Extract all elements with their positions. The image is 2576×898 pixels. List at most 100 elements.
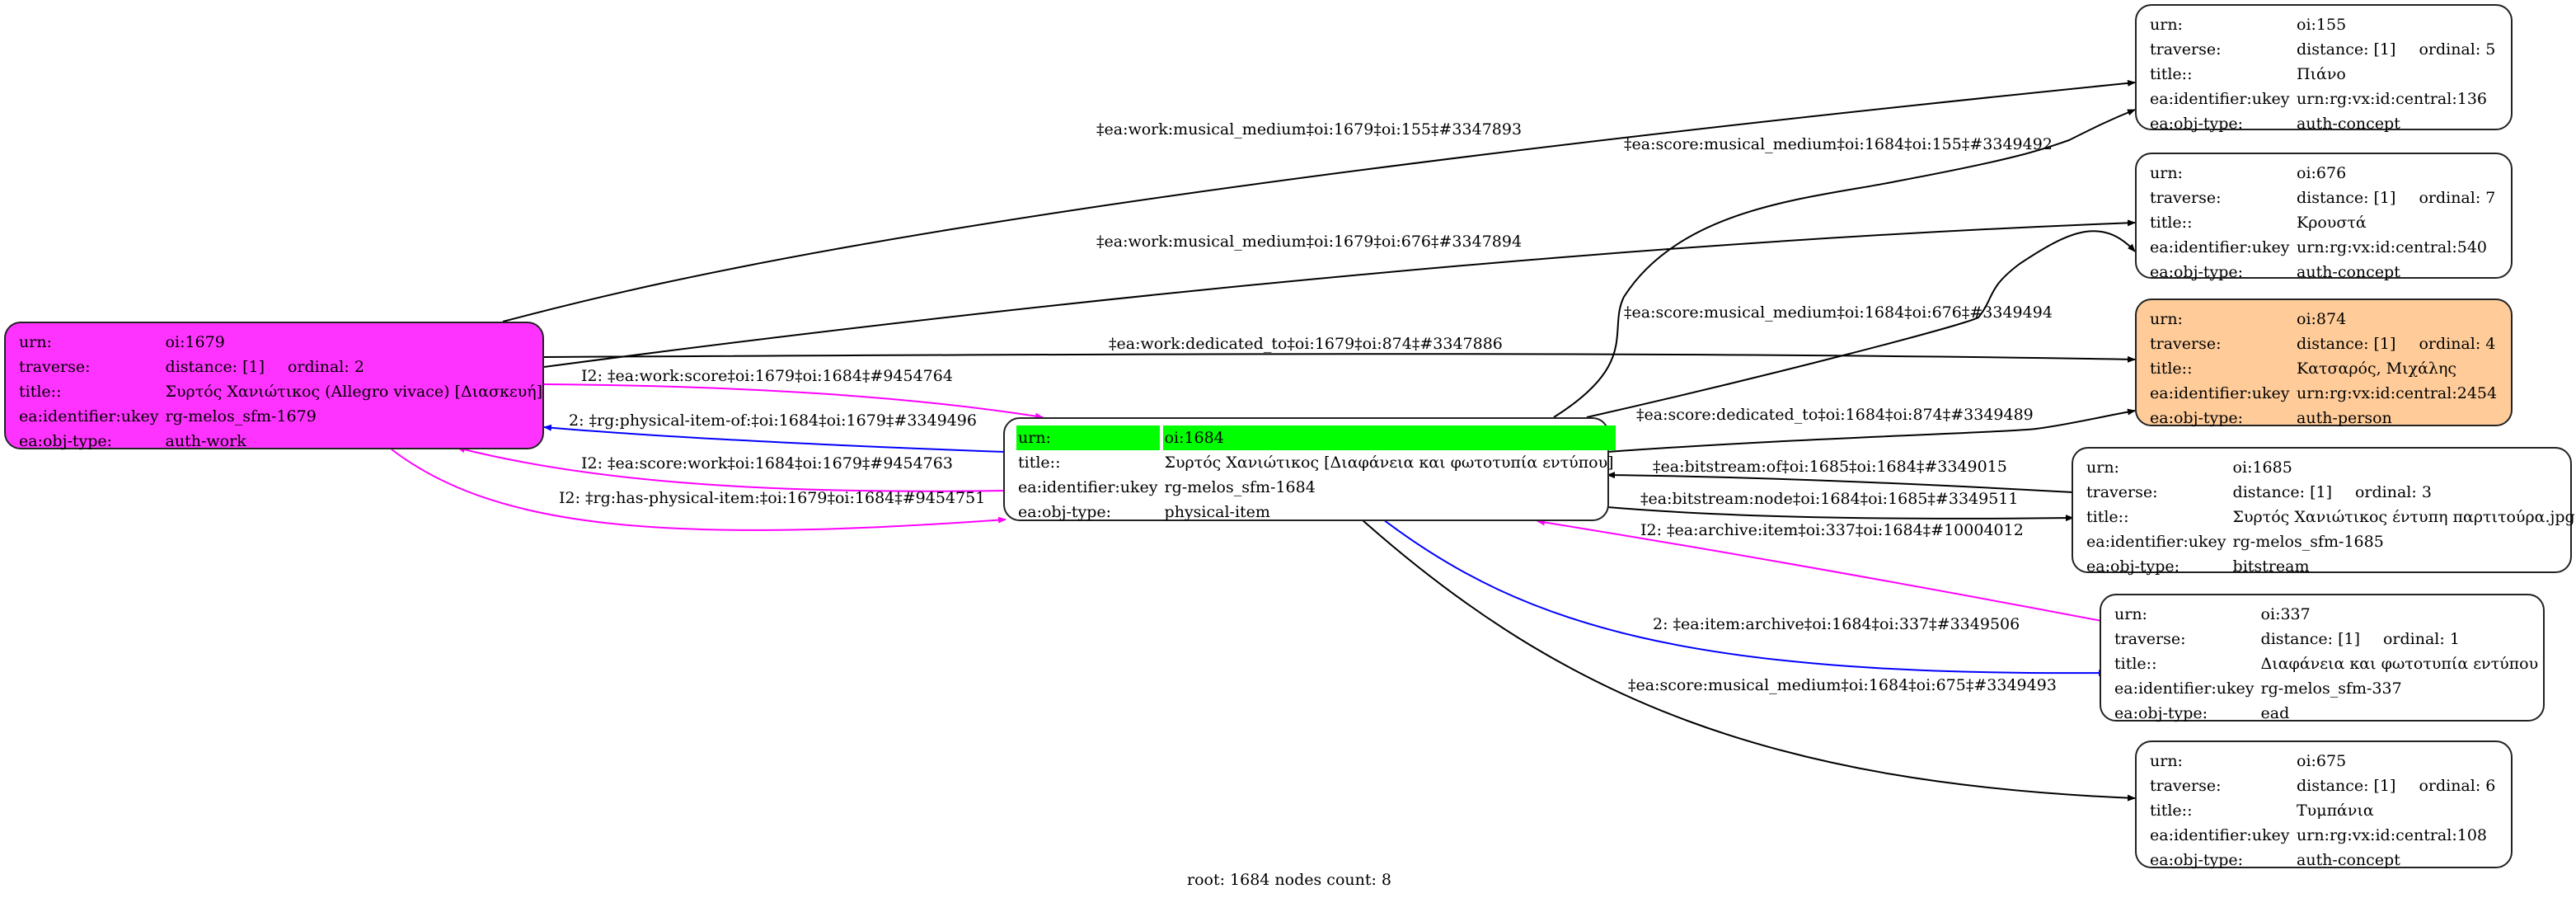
value-title: Κρουστά (2297, 214, 2367, 232)
value-objtype: physical-item (1164, 503, 1270, 521)
value-urn: oi:874 (2297, 310, 2347, 328)
edge-label: I2: ‡ea:work:score‡oi:1679‡oi:1684‡#9454… (581, 367, 953, 385)
label-title: title:: (1018, 454, 1061, 472)
node-oi-874[interactable]: urn: oi:874 traverse: distance: [1] ordinal… (2135, 299, 2513, 427)
edge-1684-337[interactable] (1382, 519, 2107, 677)
label-title: title:: (2150, 360, 2193, 378)
label-urn: urn: (1016, 425, 1160, 450)
edge-label: ‡ea:score:dedicated_to‡oi:1684‡oi:874‡#3… (1636, 406, 2034, 424)
label-traverse: traverse: (2114, 630, 2186, 648)
label-title: title:: (2150, 65, 2193, 83)
node-attributes: urn: oi:155 traverse: distance: [1] ordinal… (2145, 12, 2500, 136)
value-urn: oi:1684 (1162, 425, 1616, 450)
value-title: Τυμπάνια (2297, 802, 2374, 820)
value-title: Διαφάνεια και φωτοτυπία εντύπου (2260, 655, 2539, 673)
edge-1679-155[interactable] (502, 79, 2136, 322)
label-objtype: ea:obj-type: (2150, 263, 2244, 281)
label-traverse: traverse: (2150, 777, 2222, 795)
value-urn: oi:1679 (165, 333, 225, 351)
label-ukey: ea:identifier:ukey (2150, 384, 2290, 402)
edge-1684-155[interactable] (1553, 109, 2136, 418)
node-oi-1684-root[interactable]: urn:oi:1684 title::Συρτός Χανιώτικος [Δι… (1003, 417, 1616, 521)
value-ordinal: ordinal: 6 (2419, 777, 2496, 795)
node-oi-676[interactable]: urn:oi:676 traverse:distance: [1]ordinal… (2135, 153, 2513, 281)
value-urn: oi:676 (2297, 164, 2347, 182)
value-urn: oi:337 (2260, 605, 2311, 623)
label-objtype: ea:obj-type: (2150, 409, 2244, 427)
node-oi-337[interactable]: urn:oi:337 traverse:distance: [1]ordinal… (2100, 594, 2545, 722)
edge-1679-874[interactable] (543, 353, 2136, 363)
value-objtype: auth-concept (2297, 115, 2400, 133)
value-distance: distance: [1] (2297, 335, 2396, 353)
label-ukey: ea:identifier:ukey (2086, 533, 2226, 551)
node-oi-1679[interactable]: urn:oi:1679 traverse:distance: [1]ordina… (4, 322, 544, 450)
edge-1679-1684-work-score[interactable] (543, 383, 1044, 420)
node-oi-675[interactable]: urn:oi:675 traverse:distance: [1]ordinal… (2135, 740, 2513, 869)
label-urn: urn: (2114, 605, 2147, 623)
value-distance: distance: [1] (2260, 630, 2360, 648)
edge-label: 2: ‡rg:physical-item-of:‡oi:1684‡oi:1679… (569, 411, 977, 430)
label-title: title:: (2150, 802, 2193, 820)
value-ukey: rg-melos_sfm-337 (2260, 679, 2402, 698)
label-ukey: ea:identifier:ukey (2150, 238, 2290, 256)
edge-1684-1679-score-work[interactable] (457, 446, 1006, 492)
edge-1684-1679-physical-item-of[interactable] (543, 424, 1006, 453)
edge-label: I2: ‡ea:archive:item‡oi:337‡oi:1684‡#100… (1640, 521, 2024, 539)
value-urn: oi:155 (2297, 16, 2347, 34)
value-ukey: urn:rg:vx:id:central:540 (2297, 238, 2488, 256)
value-ukey: urn:rg:vx:id:central:136 (2297, 90, 2488, 108)
value-urn: oi:675 (2297, 752, 2347, 770)
edge-1684-675[interactable] (1361, 519, 2136, 802)
edge-label: 2: ‡ea:item:archive‡oi:1684‡oi:337‡#3349… (1653, 615, 2020, 633)
label-urn: urn: (2150, 16, 2183, 34)
label-traverse: traverse: (2150, 335, 2222, 353)
value-title: Πιάνο (2297, 65, 2346, 83)
label-objtype: ea:obj-type: (19, 432, 113, 450)
value-ukey: urn:rg:vx:id:central:108 (2297, 826, 2488, 844)
node-oi-1685[interactable]: urn:oi:1685 traverse:distance: [1]ordina… (2072, 447, 2575, 576)
value-ukey: urn:rg:vx:id:central:2454 (2297, 384, 2498, 402)
edge-1684-874[interactable] (1607, 408, 2136, 453)
node-attributes: urn:oi:1684 title::Συρτός Χανιώτικος [Δι… (1013, 425, 1619, 524)
node-attributes: urn: oi:874 traverse: distance: [1] ordinal… (2145, 307, 2502, 430)
node-attributes: urn:oi:337 traverse:distance: [1]ordinal… (2109, 602, 2543, 726)
value-ordinal: ordinal: 4 (2419, 335, 2496, 353)
label-title: title:: (2150, 214, 2193, 232)
value-urn: oi:1685 (2232, 458, 2292, 477)
edge-1684-676[interactable] (1586, 230, 2136, 418)
value-title: Κατσαρός, Μιχάλης (2297, 360, 2456, 378)
label-urn: urn: (19, 333, 52, 351)
label-ukey: ea:identifier:ukey (1018, 478, 1158, 496)
value-distance: distance: [1] (2297, 40, 2396, 59)
value-objtype: auth-concept (2297, 263, 2400, 281)
value-ordinal: ordinal: 5 (2419, 40, 2496, 59)
value-title: Συρτός Χανιώτικος (Allegro vivace) [Διασ… (165, 383, 543, 401)
label-urn: urn: (2086, 458, 2119, 477)
value-distance: distance: [1] (2297, 777, 2396, 795)
label-ukey: ea:identifier:ukey (2150, 90, 2290, 108)
edge-1685-1684[interactable] (1607, 472, 2074, 493)
node-oi-155[interactable]: urn: oi:155 traverse: distance: [1] ordinal… (2135, 4, 2513, 133)
edge-1679-676[interactable] (543, 219, 2136, 368)
label-objtype: ea:obj-type: (2150, 851, 2244, 869)
value-objtype: auth-person (2297, 409, 2392, 427)
value-ukey: rg-melos_sfm-1685 (2232, 533, 2384, 551)
edge-1684-1685[interactable] (1607, 506, 2074, 522)
label-traverse: traverse: (2150, 40, 2222, 59)
edge-label: ‡ea:score:musical_medium‡oi:1684‡oi:676‡… (1624, 303, 2053, 322)
edge-label: ‡ea:bitstream:of‡oi:1685‡oi:1684‡#334901… (1653, 458, 2007, 476)
label-ukey: ea:identifier:ukey (2150, 826, 2290, 844)
value-objtype: auth-concept (2297, 851, 2400, 869)
edge-label: ‡ea:score:musical_medium‡oi:1684‡oi:675‡… (1628, 676, 2057, 694)
value-title: Συρτός Χανιώτικος [Διαφάνεια και φωτοτυπ… (1164, 454, 1614, 472)
label-title: title:: (19, 383, 62, 401)
label-traverse: traverse: (2150, 189, 2222, 207)
edge-label: ‡ea:work:musical_medium‡oi:1679‡oi:155‡#… (1096, 120, 1523, 139)
label-title: title:: (2114, 655, 2157, 673)
label-urn: urn: (2150, 310, 2183, 328)
edge-label: ‡ea:bitstream:node‡oi:1684‡oi:1685‡#3349… (1640, 490, 2019, 508)
edge-337-1684[interactable] (1537, 519, 2107, 623)
edge-1679-1684-has-physical-item[interactable] (391, 449, 1006, 531)
value-ukey: rg-melos_sfm-1684 (1164, 478, 1316, 496)
